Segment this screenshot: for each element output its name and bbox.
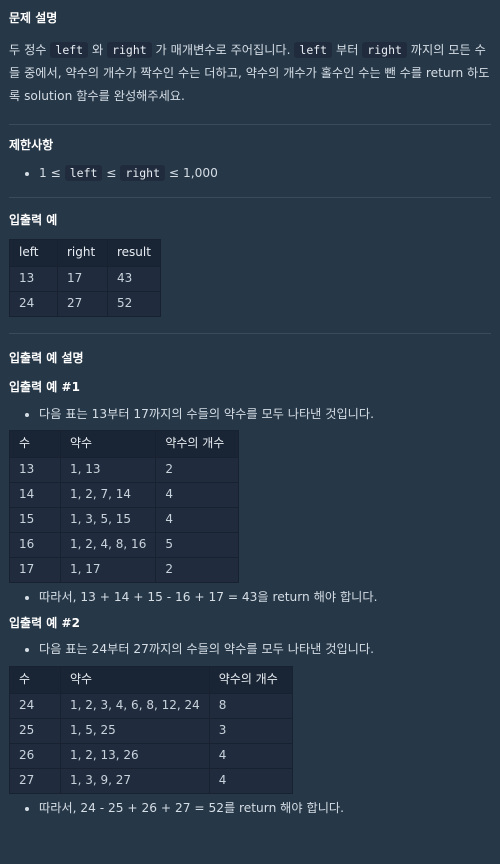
table-cell: 1, 2, 13, 26 [60,742,210,769]
io-example-title: 입출력 예 [9,213,58,228]
example2-bullet: 다음 표는 24부터 27까지의 수들의 약수를 모두 나타낸 것입니다. [39,640,491,660]
constraint-item: 1 ≤ left ≤ right ≤ 1,000 [39,164,491,184]
table-cell: 3 [208,717,293,744]
example1-title: 입출력 예 #1 [9,379,80,394]
table-cell: 2 [155,457,240,484]
table-header-cell: 약수 [59,430,157,459]
code-right: right [120,164,166,181]
example2-title: 입출력 예 #2 [9,615,80,630]
example1-bullet: 다음 표는 13부터 17까지의 수들의 약수를 모두 나타낸 것입니다. [39,405,491,425]
table-cell: 1, 17 [59,557,157,584]
divider [9,197,491,199]
table-header-cell: right [57,238,108,267]
table-cell: 8 [208,692,293,719]
divider [9,332,491,334]
table-cell: 4 [155,482,240,509]
constraints-title: 제한사항 [9,137,54,152]
example2-list: 다음 표는 24부터 27까지의 수들의 약수를 모두 나타낸 것입니다. [9,640,491,660]
table-header-cell: result [107,238,161,267]
table-cell: 15 [9,507,61,534]
table-header-cell: 약수의 개수 [155,430,240,459]
code-left: left [64,164,103,181]
example2-conclusion: 따라서, 24 - 25 + 26 + 27 = 52를 return 해야 합… [39,799,491,819]
example1-list: 다음 표는 13부터 17까지의 수들의 약수를 모두 나타낸 것입니다. [9,405,491,425]
table-cell: 2 [155,557,240,584]
table-cell: 1, 2, 3, 4, 6, 8, 12, 24 [60,692,210,719]
code-left: left [294,41,333,58]
table-cell: 4 [155,507,240,534]
table-cell: 25 [9,717,61,744]
divider [9,123,491,125]
io-explanation-title: 입출력 예 설명 [9,350,84,365]
table-header-cell: 약수의 개수 [208,665,293,694]
table-cell: 26 [9,742,61,769]
table-header-cell: 약수 [60,665,210,694]
table-cell: 1, 3, 9, 27 [60,767,210,794]
table-cell: 17 [9,557,61,584]
table-cell: 14 [9,482,61,509]
example1-conclusion-list: 따라서, 13 + 14 + 15 - 16 + 17 = 43을 return… [9,588,491,608]
table-cell: 4 [208,767,293,794]
table-cell: 17 [57,265,108,292]
table-header-cell: 수 [9,665,61,694]
table-header-cell: left [9,238,58,267]
table-cell: 1, 2, 7, 14 [59,482,157,509]
table-cell: 16 [9,532,61,559]
table-cell: 13 [9,265,58,292]
table-cell: 1, 2, 4, 8, 16 [59,532,157,559]
code-right: right [362,41,407,58]
table-cell: 4 [208,742,293,769]
code-right: right [107,41,152,58]
table-cell: 5 [155,532,240,559]
table-cell: 52 [107,290,161,317]
example1-conclusion: 따라서, 13 + 14 + 15 - 16 + 17 = 43을 return… [39,588,491,608]
table-cell: 24 [9,290,58,317]
constraints-list: 1 ≤ left ≤ right ≤ 1,000 [9,164,491,184]
table-cell: 43 [107,265,161,292]
table-cell: 13 [9,457,61,484]
table-cell: 27 [9,767,61,794]
table-cell: 24 [9,692,61,719]
problem-content: 문제 설명 두 정수 left 와 right 가 매개변수로 주어집니다. l… [0,0,500,818]
example2-conclusion-list: 따라서, 24 - 25 + 26 + 27 = 52를 return 해야 합… [9,799,491,819]
table-cell: 1, 13 [59,457,157,484]
table-cell: 1, 5, 25 [60,717,210,744]
table-header-cell: 수 [9,430,61,459]
code-left: left [50,41,89,58]
description-title: 문제 설명 [9,11,58,25]
table-cell: 1, 3, 5, 15 [59,507,157,534]
description-text: 두 정수 left 와 right 가 매개변수로 주어집니다. left 부터… [9,41,490,103]
table-cell: 27 [57,290,108,317]
